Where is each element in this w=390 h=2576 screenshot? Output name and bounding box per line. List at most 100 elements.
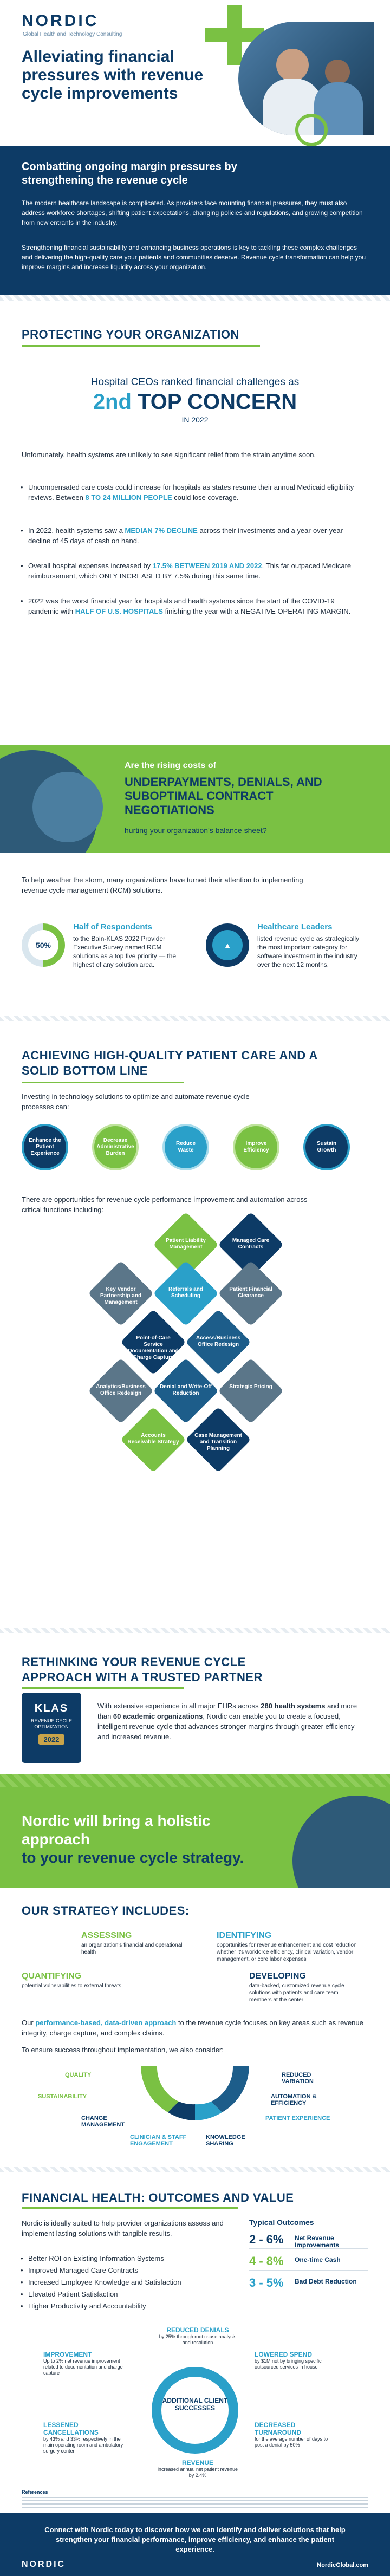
outcome-bullet: Improved Managed Care Contracts [21,2265,223,2275]
intro-heading: Combatting ongoing margin pressures by s… [22,161,237,186]
arc-label: CLINICIAN & STAFF ENGAGEMENT [130,2134,187,2147]
badge-efficiency: Improve Efficiency [233,1124,280,1170]
strategy-consider-text: To ensure success throughout implementat… [22,2046,224,2054]
typical-outcome-row: 2 - 6% Net Revenue Improvements [249,2232,368,2249]
badge-growth: Sustain Growth [303,1124,350,1170]
outcomes-lead: Nordic is ideally suited to help provide… [22,2219,224,2237]
typical-outcome-row: 3 - 5% Bad Debt Reduction [249,2275,368,2292]
top-concern-text: TOP CONCERN [138,390,297,414]
strategy-approach-text: Our performance-based, data-driven appro… [22,2019,363,2037]
intro-paragraph-2: Strengthening financial sustainability a… [22,244,366,271]
typical-outcomes-heading: Typical Outcomes [249,2218,314,2227]
klas-year: 2022 [38,1734,65,1745]
function-label: Patient Financial Clearance [229,1286,272,1299]
function-label: Patient Liability Management [166,1238,206,1250]
protecting-section: PROTECTING YOUR ORGANIZATION Hospital CE… [0,295,390,745]
footer-cta: Connect with Nordic today to discover ho… [44,2526,346,2553]
klas-title: KLAS [34,1702,69,1714]
arc-quality [141,2066,179,2112]
outcome-bullet: Increased Employee Knowledge and Satisfa… [21,2277,223,2287]
intro-section: Combatting ongoing margin pressures by s… [0,146,390,295]
outcome-bullet: Better ROI on Existing Information Syste… [21,2253,223,2263]
rethink-heading: RETHINKING YOUR REVENUE CYCLE APPROACH W… [22,1655,263,1684]
arc-label: CHANGE MANAGEMENT [81,2115,125,2128]
arc-label: AUTOMATION & EFFICIENCY [271,2093,317,2106]
divider-stripe [0,2167,390,2172]
rethink-section: RETHINKING YOUR REVENUE CYCLE APPROACH W… [0,1628,390,1774]
ceo-rank: 2nd [93,390,132,414]
stat-lead: To help weather the storm, many organiza… [22,876,303,894]
hero-title: Alleviating financial pressures with rev… [22,48,204,102]
protecting-heading: PROTECTING YOUR ORGANIZATION [22,328,239,341]
heading-rule [22,1687,184,1689]
arc-label: KNOWLEDGE SHARING [206,2134,245,2147]
klas-category: REVENUE CYCLE OPTIMIZATION [30,1718,73,1729]
protect-lead: Unfortunately, health systems are unlike… [22,451,316,459]
divider-stripe [0,295,390,301]
green-callout-section: Are the rising costs of UNDERPAYMENTS, D… [0,745,390,853]
protect-bullet: 2022 was the worst financial year for ho… [21,596,364,616]
healthcare-leaders-text: listed revenue cycle as strategically th… [257,935,360,968]
healthcare-leaders-heading: Healthcare Leaders [257,922,333,932]
references-list [22,2497,368,2510]
achieve-lead: Investing in technology solutions to opt… [22,1092,250,1111]
considerations-arc-chart [141,2066,249,2120]
references-title: References [22,2489,48,2495]
strategy-heading: OUR STRATEGY INCLUDES: [22,1904,190,1917]
divider-stripe [0,1016,390,1021]
arc-label: QUALITY [65,2072,92,2078]
achieve-lead-2: There are opportunities for revenue cycl… [22,1195,308,1214]
top-concern-callout: 2nd TOP CONCERN [0,390,390,414]
protect-bullet: Uncompensated care costs could increase … [21,482,364,503]
arc-patient [195,2102,222,2120]
heading-rule [22,1082,184,1083]
question-icon [32,772,103,842]
function-label: Referrals and Scheduling [168,1286,203,1299]
ring-decoration [295,114,328,146]
arc-label: SUSTAINABILITY [38,2093,87,2100]
healthcare-leaders-icon: ▲ [206,923,249,967]
arc-variation [211,2066,249,2112]
outcome-bullet: Elevated Patient Satisfaction [21,2289,223,2299]
outcomes-heading: FINANCIAL HEALTH: OUTCOMES AND VALUE [22,2191,294,2204]
klas-award-badge: KLAS REVENUE CYCLE OPTIMIZATION 2022 [22,1693,81,1763]
arc-label: REDUCED VARIATION [282,2072,314,2085]
half-respondents-text: to the Bain-KLAS 2022 Provider Executive… [73,935,177,968]
function-diamond [218,1358,284,1424]
rethink-text: With extensive experience in all major E… [98,1702,358,1741]
protect-bullet: In 2022, health systems saw a MEDIAN 7% … [21,525,364,546]
callout-line-1: Are the rising costs of [125,761,216,770]
callout-line-2: UNDERPAYMENTS, DENIALS, AND SUBOPTIMAL C… [125,775,322,817]
nordic-logo[interactable]: NORDIC [22,12,99,30]
rcm-stat-section: To help weather the storm, many organiza… [0,853,390,1016]
intro-paragraph-1: The modern healthcare landscape is compl… [22,199,363,226]
callout-line-3: hurting your organization's balance shee… [125,826,267,835]
function-label: Strategic Pricing [229,1384,272,1390]
badge-administrative: Decrease Administrative Burden [92,1124,139,1170]
function-label: Managed Care Contracts [232,1238,270,1250]
hero-photo-clinicians [238,22,374,135]
function-label: Point-of-Care Service Documentation and … [128,1335,179,1361]
function-label: Analytics/Business Office Redesign [96,1384,146,1396]
banner-stripe [0,1774,390,1787]
ceo-year: IN 2022 [181,415,209,424]
footer-url-link[interactable]: NordicGlobal.com [317,2562,368,2568]
footer-logo[interactable]: NORDIC [22,2560,66,2569]
strategy-identifying: IDENTIFYING [217,1931,272,1940]
decor-circle [292,1796,390,1888]
divider-stripe [0,1628,390,1633]
client-successes-center: ADDITIONAL CLIENT SUCCESSES [162,2397,228,2412]
function-label: Accounts Receivable Strategy [127,1433,179,1445]
achieving-heading: ACHIEVING HIGH-QUALITY PATIENT CARE AND … [22,1049,318,1077]
strategy-developing-text: data-backed, customized revenue cycle so… [249,1983,344,2003]
strategy-assessing: ASSESSING [81,1931,132,1940]
badge-patient-experience: Enhance the Patient Experience [22,1124,68,1170]
strategy-quantifying-text: potential vulnerabilities to external th… [22,1983,121,1989]
strategy-section: OUR STRATEGY INCLUDES: ASSESSING an orga… [0,1888,390,2167]
